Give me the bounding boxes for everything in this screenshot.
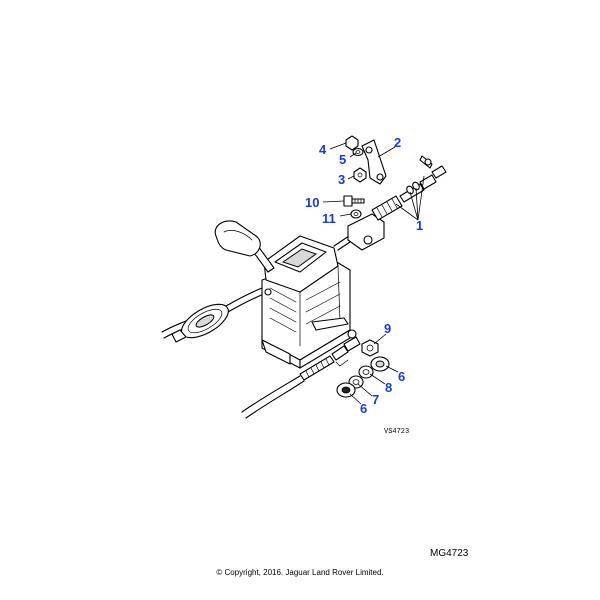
drawing-number: MG4723 [430, 548, 469, 559]
callout-11: 11 [322, 211, 336, 226]
callout-4: 4 [319, 142, 327, 157]
nut-3 [353, 167, 367, 183]
callout-6a: 6 [398, 369, 405, 384]
callout-10: 10 [305, 195, 319, 210]
bracket [361, 139, 387, 185]
leader-lines [322, 142, 425, 405]
callout-7: 7 [372, 392, 379, 407]
callout-1: 1 [416, 218, 423, 233]
selector-cable [241, 336, 361, 419]
copyright-notice: © Copyright, 2016. Jaguar Land Rover Lim… [216, 568, 384, 577]
callout-9: 9 [384, 321, 391, 336]
shift-knob [214, 220, 275, 273]
illustration-reference-code: VS4723 [384, 428, 410, 436]
selector-housing [261, 235, 357, 369]
callout-6b: 6 [360, 401, 367, 416]
callout-3: 3 [338, 172, 345, 187]
bolt-washer [343, 195, 365, 219]
callout-8: 8 [385, 380, 392, 395]
nut-washer-upper [345, 135, 364, 157]
upper-cable-assembly [333, 155, 447, 251]
callout-5: 5 [339, 152, 346, 167]
callout-2: 2 [394, 135, 401, 150]
column-cable [161, 287, 265, 343]
